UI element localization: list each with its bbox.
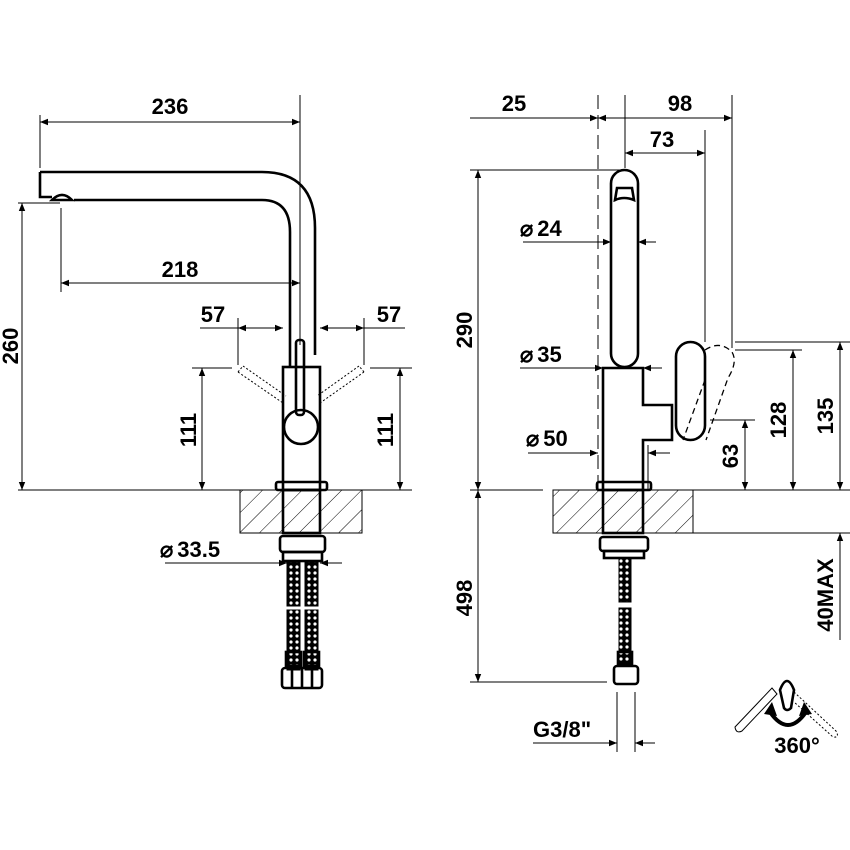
dim-lever-left: 57: [201, 302, 225, 327]
body: [281, 365, 322, 492]
lever-right-position: [316, 365, 365, 404]
dim-connection: G3/8": [533, 717, 591, 742]
handle: [674, 340, 707, 442]
dim-handle-mid: 128: [766, 402, 791, 439]
lever: [294, 338, 306, 417]
countertop-section: [239, 489, 363, 534]
countertop-section-front: [552, 489, 694, 534]
lever-left-position: [237, 365, 287, 404]
body-front: [601, 366, 674, 490]
dim-hose-length: 498: [452, 580, 477, 617]
dim-lever-right: 57: [377, 302, 401, 327]
dim-total-reach: 236: [152, 94, 189, 119]
front-view: 25 98 73 290 ⌀24 ⌀35 ⌀50 63 128 135 40MA…: [452, 91, 850, 752]
dim-total-height: 260: [0, 328, 23, 365]
rotation-label: 360°: [774, 733, 820, 758]
dim-handle-low: 63: [718, 444, 743, 468]
dim-handle-depth: 73: [650, 127, 674, 152]
dim-lever-height-right: 111: [373, 413, 398, 447]
dim-handle-top: 135: [813, 398, 838, 435]
hoses: [280, 561, 324, 690]
dim-base-diameter: ⌀50: [526, 426, 568, 451]
lever-hub: [282, 408, 320, 446]
aerator: [48, 193, 76, 202]
dim-hose-diameter: ⌀33.5: [160, 537, 220, 562]
dim-spout-diameter: ⌀24: [520, 216, 562, 241]
side-view: 236 260 218 57 57 111 111 ⌀33.5: [0, 94, 412, 690]
spout: [38, 170, 317, 367]
dim-front-total-height: 290: [452, 312, 477, 349]
dim-body-diameter: ⌀35: [520, 342, 562, 367]
rotate-arrow-icon: [768, 710, 808, 727]
dim-spout-reach: 218: [162, 257, 199, 282]
dim-offset: 25: [502, 91, 526, 116]
dim-lever-height-left: 111: [176, 413, 201, 447]
dim-depth: 98: [668, 91, 692, 116]
handle-alt-position: [682, 344, 735, 441]
rotation-360-icon: 360°: [734, 679, 838, 758]
dim-counter-thickness: 40MAX: [813, 558, 838, 632]
